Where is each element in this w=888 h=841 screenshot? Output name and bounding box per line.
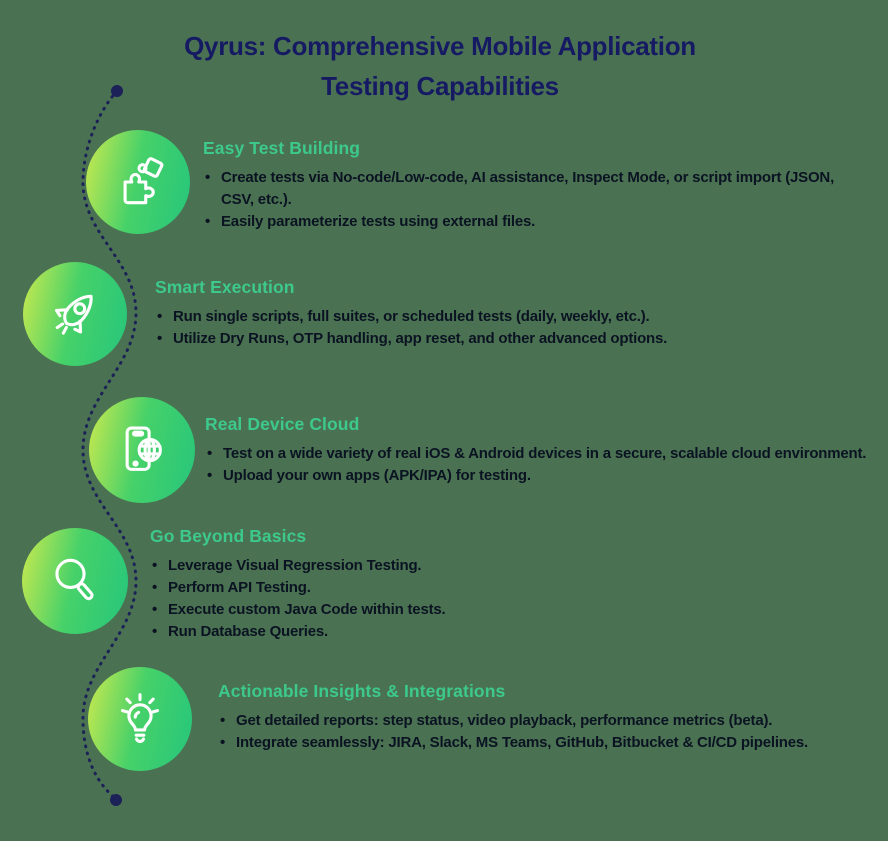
bullet-item: Perform API Testing. <box>150 577 790 599</box>
circle-actionable-insights <box>88 667 192 771</box>
bullet-list: Get detailed reports: step status, video… <box>218 710 868 754</box>
lightbulb-icon <box>121 693 159 743</box>
puzzle-icon <box>123 157 164 205</box>
page-title: Qyrus: Comprehensive Mobile Application … <box>0 26 880 106</box>
bullet-item: Execute custom Java Code within tests. <box>150 599 790 621</box>
section-go-beyond-basics: Go Beyond Basics Leverage Visual Regress… <box>150 525 790 643</box>
bullet-item: Run Database Queries. <box>150 621 790 643</box>
rocket-icon <box>54 294 93 335</box>
bullet-item: Test on a wide variety of real iOS & And… <box>205 443 888 465</box>
bullet-item: Leverage Visual Regression Testing. <box>150 555 790 577</box>
timeline-start-dot <box>111 85 123 97</box>
bullet-item: Integrate seamlessly: JIRA, Slack, MS Te… <box>218 732 868 754</box>
section-heading: Real Device Cloud <box>205 414 360 434</box>
phone-globe-icon <box>125 426 162 471</box>
bullet-item: Utilize Dry Runs, OTP handling, app rese… <box>155 328 795 350</box>
section-real-device-cloud: Real Device Cloud Test on a wide variety… <box>205 413 888 487</box>
timeline-curve <box>81 89 138 801</box>
bullet-item: Create tests via No-code/Low-code, AI as… <box>203 167 839 211</box>
page-title-line2: Testing Capabilities <box>321 71 559 101</box>
bullet-item: Upload your own apps (APK/IPA) for testi… <box>205 465 888 487</box>
timeline-end-dot <box>110 794 122 806</box>
timeline-dotted-path <box>81 85 138 806</box>
bullet-list: Leverage Visual Regression Testing. Perf… <box>150 555 790 643</box>
section-smart-execution: Smart Execution Run single scripts, full… <box>155 276 795 350</box>
section-easy-test-building: Easy Test Building Create tests via No-c… <box>203 137 839 233</box>
circle-easy-test-building <box>86 130 190 234</box>
magnifier-icon <box>55 558 94 601</box>
circle-real-device-cloud <box>89 397 195 503</box>
page-title-line1: Qyrus: Comprehensive Mobile Application <box>184 31 696 61</box>
bullet-item: Run single scripts, full suites, or sche… <box>155 306 795 328</box>
bullet-item: Easily parameterize tests using external… <box>203 211 839 233</box>
bullet-list: Test on a wide variety of real iOS & And… <box>205 443 888 487</box>
bullet-list: Run single scripts, full suites, or sche… <box>155 306 795 350</box>
section-heading: Actionable Insights & Integrations <box>218 681 506 701</box>
bullet-list: Create tests via No-code/Low-code, AI as… <box>203 167 839 233</box>
bullet-item: Get detailed reports: step status, video… <box>218 710 868 732</box>
circle-smart-execution <box>23 262 127 366</box>
circle-go-beyond-basics <box>22 528 128 634</box>
section-heading: Easy Test Building <box>203 138 361 158</box>
section-heading: Go Beyond Basics <box>150 526 307 546</box>
section-actionable-insights: Actionable Insights & Integrations Get d… <box>218 680 868 754</box>
section-heading: Smart Execution <box>155 277 295 297</box>
